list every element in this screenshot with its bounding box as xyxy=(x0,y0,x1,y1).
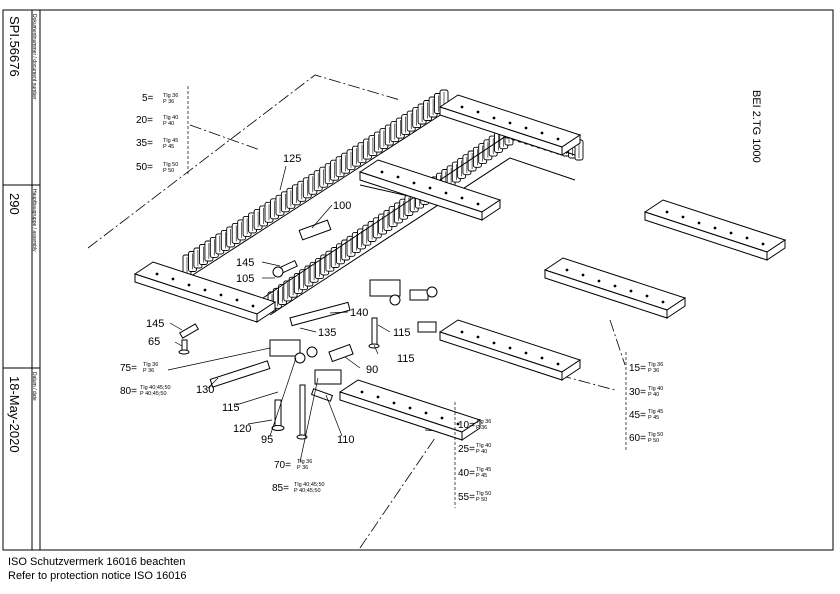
variant-tlg: Tlg 36 xyxy=(648,362,663,368)
variant-tlg: Tlg 40 xyxy=(476,443,491,449)
bar-right-1 xyxy=(644,199,786,261)
date: 18-May-2020 xyxy=(7,376,22,453)
doc-number: SPI.56676 xyxy=(7,16,22,77)
variant-number: 30= xyxy=(629,387,646,398)
variant-tlg: Tlg 36 xyxy=(476,419,491,425)
protection-notice-de: ISO Schutzvermerk 16016 beachten xyxy=(8,556,186,568)
variant-number: 80= xyxy=(120,386,137,397)
callout: 110 xyxy=(337,434,355,446)
variant-number: 15= xyxy=(629,363,646,374)
callout: 65 xyxy=(148,336,160,348)
variant-number: 20= xyxy=(136,115,153,126)
callout: 145 xyxy=(236,257,254,269)
variant-number: 40= xyxy=(458,468,475,479)
envelope-lines xyxy=(87,74,626,549)
hardware-parts xyxy=(178,219,438,440)
variant-p: P 50 xyxy=(648,438,659,444)
variant-p: P 36 xyxy=(648,368,659,374)
variant-number: 50= xyxy=(136,162,153,173)
variant-p: P 50 xyxy=(476,497,487,503)
variant-p: P 45 xyxy=(648,415,659,421)
drawing-frame xyxy=(2,9,834,551)
variant-p: P 45 xyxy=(476,473,487,479)
assembly-label: Hauptbaugruppe / assembly xyxy=(31,189,37,252)
variant-tlg: Tlg 45 xyxy=(163,138,178,144)
variant-number: 25= xyxy=(458,444,475,455)
bar-upper-right xyxy=(439,94,581,156)
callout: 115 xyxy=(222,402,240,414)
callout: 130 xyxy=(196,384,214,396)
variant-number: 45= xyxy=(629,410,646,421)
variant-tlg: Tlg 36 xyxy=(143,362,158,368)
bar-right-2 xyxy=(544,257,686,319)
variant-tlg: Tlg 40 xyxy=(648,386,663,392)
variant-number: 75= xyxy=(120,363,137,374)
variant-p: P 40;45;50 xyxy=(294,488,321,494)
variant-number: 85= xyxy=(272,483,289,494)
variant-tlg: Tlg 45 xyxy=(476,467,491,473)
variant-number: 70= xyxy=(274,460,291,471)
title-block: SPI.56676 Dokumentnummer / document numb… xyxy=(7,14,37,453)
callout: 95 xyxy=(261,434,273,446)
callout: 125 xyxy=(283,153,301,165)
callout: 145 xyxy=(146,318,164,330)
leader-lines xyxy=(167,165,391,463)
variant-p: P 45 xyxy=(163,144,174,150)
variant-group-c: 10= Tlg 36 P 36 25= Tlg 40 P 40 40= Tlg … xyxy=(454,402,491,508)
variant-p: P 50 xyxy=(163,168,174,174)
variant-tlg: Tlg 40;45;50 xyxy=(140,385,171,391)
variant-p: P 36 xyxy=(163,99,174,105)
variant-number: 10= xyxy=(458,420,475,431)
variant-p: P 40 xyxy=(163,121,174,127)
protection-notice-en: Refer to protection notice ISO 16016 xyxy=(8,570,187,582)
variant-p: P 36 xyxy=(476,425,487,431)
variant-p: P 40 xyxy=(476,449,487,455)
variant-p: P 36 xyxy=(143,368,154,374)
variant-tlg: Tlg 36 xyxy=(297,459,312,465)
variant-number: 35= xyxy=(136,138,153,149)
date-label: Datum / date xyxy=(31,372,37,401)
callouts: 125 100 145 105 140 135 145 65 115 115 9… xyxy=(146,153,415,446)
bar-right-3 xyxy=(439,319,581,381)
variant-number: 55= xyxy=(458,492,475,503)
variant-number: 60= xyxy=(629,433,646,444)
variant-tlg: Tlg 40 xyxy=(163,115,178,121)
callout: 120 xyxy=(233,423,251,435)
variant-group-e: 70= Tlg 36 P 36 85= Tlg 40;45;50 P 40;45… xyxy=(272,459,325,494)
callout: 90 xyxy=(366,364,378,376)
variant-group-d: 75= Tlg 36 P 36 80= Tlg 40;45;50 P 40;45… xyxy=(120,362,171,397)
variant-tlg: Tlg 36 xyxy=(163,93,178,99)
variant-tables: 5= Tlg 36 P 36 20= Tlg 40 P 40 35= Tlg 4… xyxy=(120,86,663,508)
bar-bottom xyxy=(339,379,481,441)
callout: 115 xyxy=(393,327,411,339)
callout: 105 xyxy=(236,273,254,285)
variant-tlg: Tlg 45 xyxy=(648,409,663,415)
callout: 140 xyxy=(350,307,368,319)
variant-p: P 36 xyxy=(297,465,308,471)
variant-tlg: Tlg 50 xyxy=(648,432,663,438)
variant-number: 5= xyxy=(142,93,154,104)
callout: 115 xyxy=(397,353,415,365)
variant-group-b: 15= Tlg 36 P 36 30= Tlg 40 P 40 45= Tlg … xyxy=(625,352,663,450)
variant-tlg: Tlg 50 xyxy=(163,162,178,168)
variant-p: P 40;45;50 xyxy=(140,391,167,397)
variant-tlg: Tlg 50 xyxy=(476,491,491,497)
variant-p: P 40 xyxy=(648,392,659,398)
callout: 135 xyxy=(318,327,336,339)
assembly-number: 290 xyxy=(7,193,22,215)
variant-group-a: 5= Tlg 36 P 36 20= Tlg 40 P 40 35= Tlg 4… xyxy=(136,86,189,176)
bar-left xyxy=(134,261,276,323)
header-note: BEI 2.TG 1000 xyxy=(750,90,762,163)
callout: 100 xyxy=(333,200,351,212)
variant-tlg: Tlg 40;45;50 xyxy=(294,482,325,488)
doc-label: Dokumentnummer / document number xyxy=(31,14,37,100)
